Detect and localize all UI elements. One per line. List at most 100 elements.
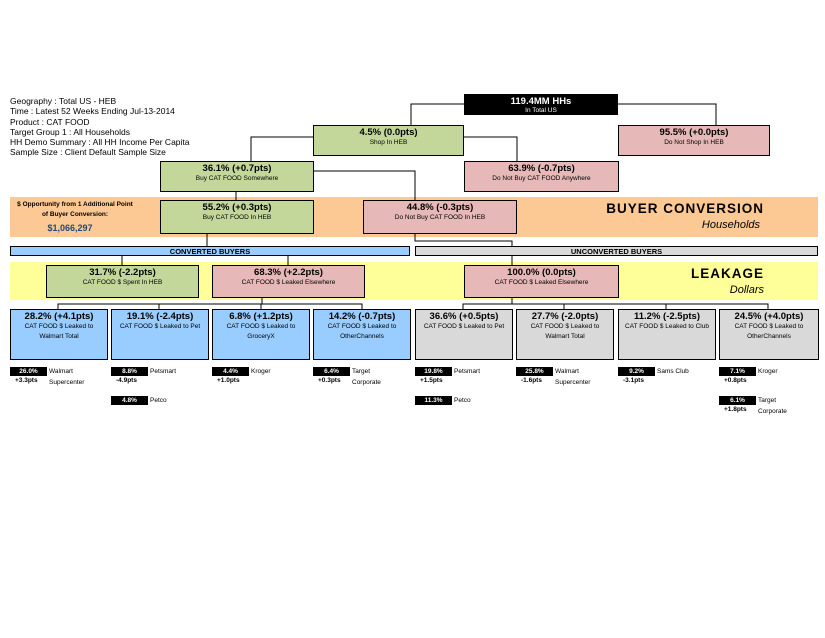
leakage-leaf-node[interactable]: 11.2% (-2.5pts)CAT FOOD $ Leaked to Club bbox=[618, 309, 716, 360]
retailer-change: -4.9pts bbox=[116, 377, 137, 384]
node-value: 68.3% (+2.2pts) bbox=[254, 267, 323, 278]
node-value: 19.1% (-2.4pts) bbox=[126, 311, 194, 322]
do-not-shop-node[interactable]: 95.5% (+0.0pts)Do Not Shop In HEB bbox=[618, 125, 770, 156]
retailer-change: +1.0pts bbox=[217, 377, 240, 384]
leakage-title: LEAKAGE bbox=[690, 266, 764, 281]
buy-somewhere-node[interactable]: 36.1% (+0.7pts)Buy CAT FOOD Somewhere bbox=[160, 161, 314, 192]
retailer-share: 9.2% bbox=[618, 367, 655, 376]
buyer-conversion-title: BUYER CONVERSION bbox=[606, 201, 764, 216]
do-not-buy-anywhere-node[interactable]: 63.9% (-0.7pts)Do Not Buy CAT FOOD Anywh… bbox=[464, 161, 619, 192]
retailer-share: 6.1% bbox=[719, 396, 756, 405]
leakage-leaf-node[interactable]: 36.6% (+0.5pts)CAT FOOD $ Leaked to Pet bbox=[415, 309, 513, 360]
node-label: Do Not Shop In HEB bbox=[664, 139, 724, 146]
unconverted-leaked-node[interactable]: 100.0% (0.0pts)CAT FOOD $ Leaked Elsewhe… bbox=[464, 265, 619, 298]
retailer-name: Kroger bbox=[251, 368, 271, 375]
node-value: 119.4MM HHs bbox=[510, 96, 572, 107]
node-value: 36.1% (+0.7pts) bbox=[202, 163, 272, 174]
leakage-leaf-node[interactable]: 28.2% (+4.1pts)CAT FOOD $ Leaked to Walm… bbox=[10, 309, 108, 360]
converted-buyers-header: CONVERTED BUYERS bbox=[10, 246, 410, 256]
filter-demo: HH Demo Summary : All HH Income Per Capi… bbox=[10, 137, 190, 148]
node-value: 31.7% (-2.2pts) bbox=[89, 267, 156, 278]
node-value: 6.8% (+1.2pts) bbox=[229, 311, 293, 322]
buy-in-heb-node[interactable]: 55.2% (+0.3pts)Buy CAT FOOD In HEB bbox=[160, 200, 314, 234]
node-value: 36.6% (+0.5pts) bbox=[429, 311, 499, 322]
retailer-share: 11.3% bbox=[415, 396, 452, 405]
retailer-name: Petco bbox=[150, 397, 167, 404]
retailer-name: Target Corporate bbox=[352, 368, 381, 386]
node-label: In Total US bbox=[525, 107, 557, 114]
retailer-name: Walmart Supercenter bbox=[555, 368, 591, 386]
retailer-change: +0.3pts bbox=[318, 377, 341, 384]
filter-target-group: Target Group 1 : All Households bbox=[10, 126, 131, 137]
buyer-conversion-subtitle: Households bbox=[701, 219, 760, 231]
leakage-subtitle: Dollars bbox=[729, 284, 764, 296]
node-label: CAT FOOD $ Leaked to OtherChannels bbox=[734, 323, 804, 340]
retailer-share: 4.8% bbox=[111, 396, 148, 405]
retailer-share: 19.8% bbox=[415, 367, 452, 376]
node-label: Do Not Buy CAT FOOD In HEB bbox=[394, 214, 486, 221]
retailer-change: +1.8pts bbox=[724, 406, 747, 413]
retailer-name: Sams Club bbox=[657, 368, 689, 375]
retailer-change: -1.6pts bbox=[521, 377, 542, 384]
shop-in-heb-node[interactable]: 4.5% (0.0pts)Shop In HEB bbox=[313, 125, 464, 156]
filter-product: Product : CAT FOOD bbox=[10, 116, 90, 127]
retailer-share: 7.1% bbox=[719, 367, 756, 376]
opportunity-line1: $ Opportunity from 1 Additional Point bbox=[17, 201, 133, 208]
node-label: CAT FOOD $ Leaked to Walmart Total bbox=[24, 323, 94, 340]
node-label: CAT FOOD $ Leaked Elsewhere bbox=[241, 279, 336, 286]
node-label: CAT FOOD $ Leaked to Pet bbox=[119, 323, 201, 330]
node-value: 4.5% (0.0pts) bbox=[359, 127, 418, 138]
spent-in-heb-node[interactable]: 31.7% (-2.2pts)CAT FOOD $ Spent In HEB bbox=[46, 265, 199, 298]
retailer-share: 6.4% bbox=[313, 367, 350, 376]
retailer-name: Petsmart bbox=[150, 368, 177, 375]
retailer-change: +0.8pts bbox=[724, 377, 747, 384]
retailer-name: Walmart Supercenter bbox=[49, 368, 85, 386]
opportunity-line2: of Buyer Conversion: bbox=[41, 211, 109, 218]
leakage-leaf-node[interactable]: 24.5% (+4.0pts)CAT FOOD $ Leaked to Othe… bbox=[719, 309, 819, 360]
retailer-change: -3.1pts bbox=[623, 377, 644, 384]
filter-time: Time : Latest 52 Weeks Ending Jul-13-201… bbox=[10, 106, 175, 117]
leaked-elsewhere-node[interactable]: 68.3% (+2.2pts)CAT FOOD $ Leaked Elsewhe… bbox=[212, 265, 365, 298]
node-label: CAT FOOD $ Leaked to GroceryX bbox=[226, 323, 296, 340]
node-value: 24.5% (+4.0pts) bbox=[734, 311, 804, 322]
node-value: 55.2% (+0.3pts) bbox=[202, 202, 272, 213]
report-filters: Geography : Total US - HEB Time : Latest… bbox=[10, 96, 190, 158]
leakage-leaf-node[interactable]: 27.7% (-2.0pts)CAT FOOD $ Leaked to Walm… bbox=[516, 309, 614, 360]
node-label: CAT FOOD $ Leaked to Walmart Total bbox=[530, 323, 600, 340]
node-label: CAT FOOD $ Leaked to OtherChannels bbox=[327, 323, 397, 340]
node-label: CAT FOOD $ Spent In HEB bbox=[82, 279, 163, 286]
retailer-change: +3.3pts bbox=[15, 377, 38, 384]
retailer-share: 26.0% bbox=[10, 367, 47, 376]
node-label: Shop In HEB bbox=[369, 139, 408, 146]
node-value: 28.2% (+4.1pts) bbox=[24, 311, 94, 322]
node-value: 63.9% (-0.7pts) bbox=[508, 163, 575, 174]
node-value: 95.5% (+0.0pts) bbox=[659, 127, 729, 138]
retailer-name: Target Corporate bbox=[758, 397, 787, 415]
node-label: Do Not Buy CAT FOOD Anywhere bbox=[492, 175, 591, 182]
node-value: 14.2% (-0.7pts) bbox=[328, 311, 396, 322]
opportunity-note: $ Opportunity from 1 Additional Point of… bbox=[10, 200, 140, 233]
retailer-name: Petsmart bbox=[454, 368, 481, 375]
total-households-node[interactable]: 119.4MM HHs In Total US bbox=[464, 94, 618, 115]
do-not-buy-in-heb-node[interactable]: 44.8% (-0.3pts)Do Not Buy CAT FOOD In HE… bbox=[363, 200, 517, 234]
filter-sample-size: Sample Size : Client Default Sample Size bbox=[10, 147, 166, 158]
filter-geography: Geography : Total US - HEB bbox=[10, 96, 117, 106]
retailer-name: Kroger bbox=[758, 368, 778, 375]
node-label: Buy CAT FOOD In HEB bbox=[202, 214, 272, 221]
leakage-leaf-node[interactable]: 19.1% (-2.4pts)CAT FOOD $ Leaked to Pet bbox=[111, 309, 209, 360]
retailer-share: 25.8% bbox=[516, 367, 553, 376]
leakage-leaf-node[interactable]: 14.2% (-0.7pts)CAT FOOD $ Leaked to Othe… bbox=[313, 309, 411, 360]
unconverted-buyers-header: UNCONVERTED BUYERS bbox=[415, 246, 818, 256]
node-value: 100.0% (0.0pts) bbox=[507, 267, 576, 278]
node-label: Buy CAT FOOD Somewhere bbox=[195, 175, 279, 182]
retailer-share: 8.8% bbox=[111, 367, 148, 376]
node-value: 27.7% (-2.0pts) bbox=[531, 311, 599, 322]
opportunity-amount: $1,066,297 bbox=[47, 223, 93, 233]
node-label: CAT FOOD $ Leaked to Club bbox=[625, 323, 709, 330]
node-label: CAT FOOD $ Leaked to Pet bbox=[423, 323, 505, 330]
retailer-name: Petco bbox=[454, 397, 471, 404]
retailer-change: +1.5pts bbox=[420, 377, 443, 384]
leakage-leaf-node[interactable]: 6.8% (+1.2pts)CAT FOOD $ Leaked to Groce… bbox=[212, 309, 310, 360]
